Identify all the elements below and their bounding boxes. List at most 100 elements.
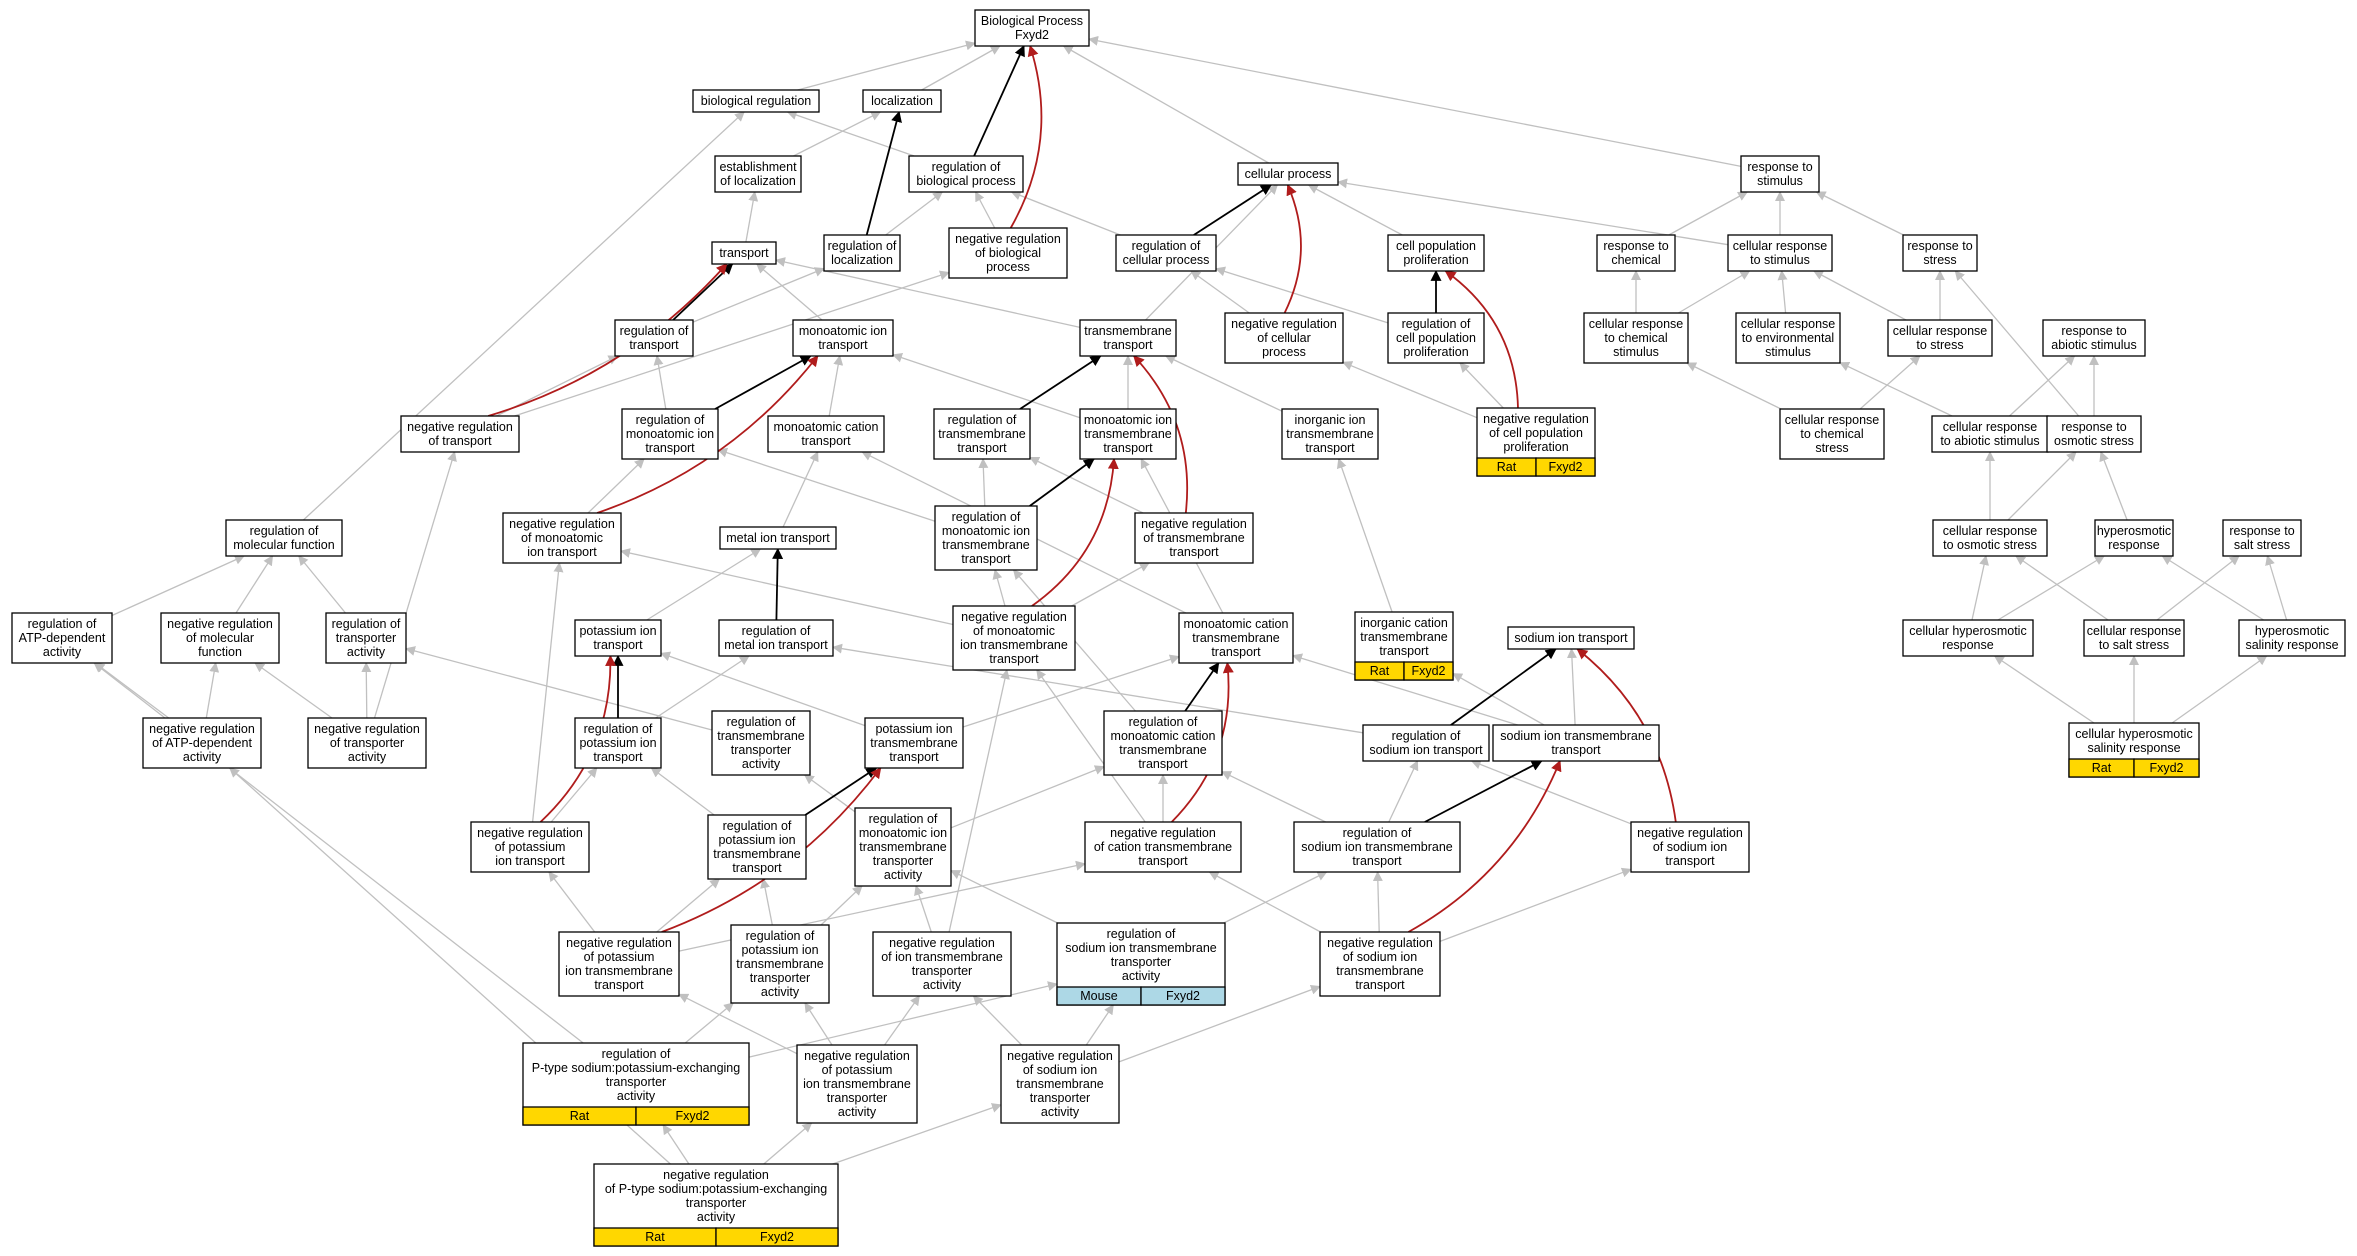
node-box [796, 1044, 918, 1124]
edge-regkitt-to-kitt [804, 767, 878, 816]
node-label-line: of localization [720, 174, 796, 188]
node-ictt[interactable]: inorganic cationtransmembranetransportRa… [1354, 611, 1454, 681]
node-box [1079, 319, 1177, 357]
edge-regmitta-to-regtmta [803, 774, 856, 813]
node-label-line: transport [1352, 854, 1402, 868]
node-regtmta[interactable]: regulation oftransmembranetransporteract… [711, 710, 811, 776]
edge-negregita-to-negregmitt [948, 669, 1010, 933]
node-label-line: salt stress [2234, 538, 2290, 552]
node-bioreg[interactable]: biological regulation [692, 89, 820, 113]
node-label-line: negative regulation [1483, 412, 1589, 426]
node-regptype[interactable]: regulation ofP-type sodium:potassium-exc… [522, 1042, 750, 1126]
node-label-line: regulation of [952, 510, 1021, 524]
node-label-line: stress [1815, 441, 1848, 455]
edge-regnaitt-to-regmctt [1221, 771, 1326, 823]
node-label-line: response to [1747, 160, 1812, 174]
gene-badge-cell [1535, 457, 1596, 477]
node-transport[interactable]: transport [711, 241, 777, 265]
gene-badge-cell [1403, 661, 1454, 681]
node-nait[interactable]: sodium ion transport [1507, 626, 1635, 650]
node-label-line: of biological [975, 246, 1041, 260]
edge-negregmitt-to-mitt [1031, 457, 1119, 607]
node-metal[interactable]: metal ion transport [719, 526, 837, 550]
node-label-line: monoatomic cation [1111, 729, 1216, 743]
node-cellproc[interactable]: cellular process [1237, 162, 1339, 186]
node-label-line: of cation transmembrane [1094, 840, 1232, 854]
node-label-line: proliferation [1403, 345, 1468, 359]
node-loc[interactable]: localization [862, 89, 942, 113]
node-label-line: transport [818, 338, 868, 352]
edge-resosmotic-to-resstress [1954, 270, 2080, 417]
